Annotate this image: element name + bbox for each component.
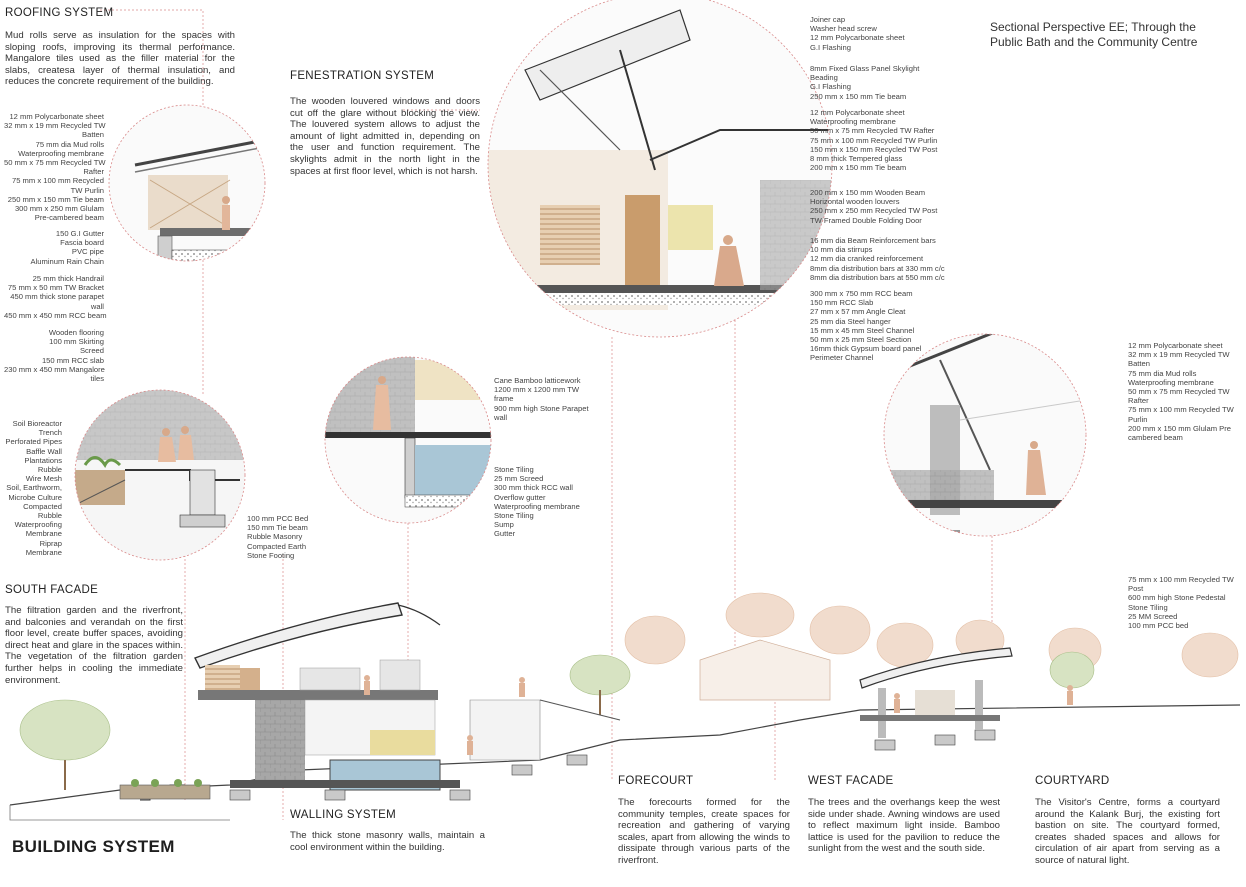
courtyard-heading: COURTYARD [1035,775,1110,787]
skylight-detail [488,0,832,337]
bioreactor-detail [75,390,245,560]
fenestration-heading: FENESTRATION SYSTEM [290,70,435,82]
south-facade-text: The filtration garden and the riverfront… [5,605,183,686]
roofing-detail [109,105,265,261]
fenestration-text: The wooden louvered windows and doors cu… [290,96,480,177]
forecourt-text: The forecourts formed for the community … [618,797,790,866]
page-title: Sectional Perspective EE; Through the Pu… [990,20,1198,49]
walling-text: The thick stone masonry walls, maintain … [290,830,485,853]
main-section [9,592,1241,821]
west-facade-heading: WEST FACADE [808,775,894,787]
footer-title: BUILDING SYSTEM [12,837,175,856]
courtyard-text: The Visitor's Centre, forms a courtyard … [1035,797,1220,866]
south-facade-heading: SOUTH FACADE [5,584,99,596]
roofing-heading: ROOFING SYSTEM [5,7,114,19]
roofing-text: Mud rolls serve as insulation for the sp… [5,30,235,88]
walling-heading: WALLING SYSTEM [290,809,397,821]
pool-detail [325,357,491,523]
forecourt-heading: FORECOURT [618,775,694,787]
leader-lines [100,9,993,820]
west-facade-text: The trees and the overhangs keep the wes… [808,797,1000,855]
pavilion-detail [884,334,1086,536]
